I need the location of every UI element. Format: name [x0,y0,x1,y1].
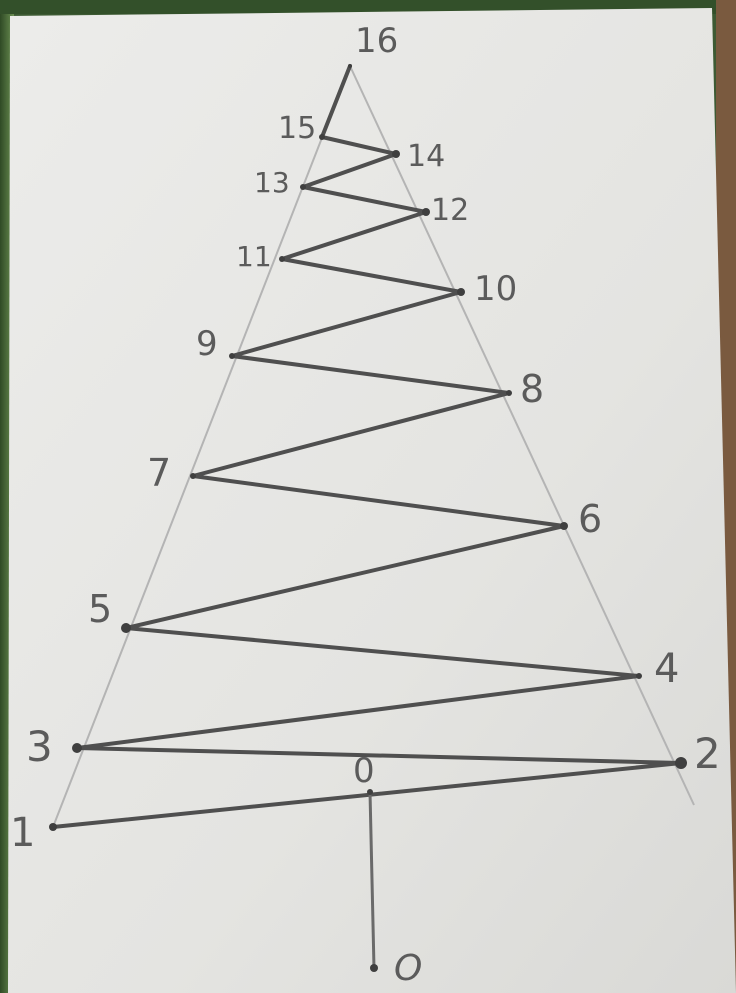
label-1: 1 [10,810,35,856]
tree-trunk [368,791,376,969]
label-o-bottom: O [394,948,422,989]
label-4: 4 [654,646,679,692]
label-3: 3 [26,722,53,771]
label-5: 5 [88,587,112,631]
label-12: 12 [431,193,469,228]
vertex-points [49,64,687,972]
guide-line-right [349,65,695,806]
label-6: 6 [578,497,602,541]
label-15: 15 [278,111,316,146]
label-0-top: 0 [353,751,375,791]
label-2: 2 [694,729,721,778]
label-8: 8 [520,367,544,411]
guide-line-left [52,65,351,828]
label-13: 13 [254,166,290,199]
label-9: 9 [196,324,218,364]
label-14: 14 [407,139,445,174]
label-10: 10 [474,269,517,309]
zigzag-tree-line [51,64,683,829]
label-16: 16 [355,21,398,61]
label-11: 11 [236,240,272,273]
label-7: 7 [147,451,171,495]
